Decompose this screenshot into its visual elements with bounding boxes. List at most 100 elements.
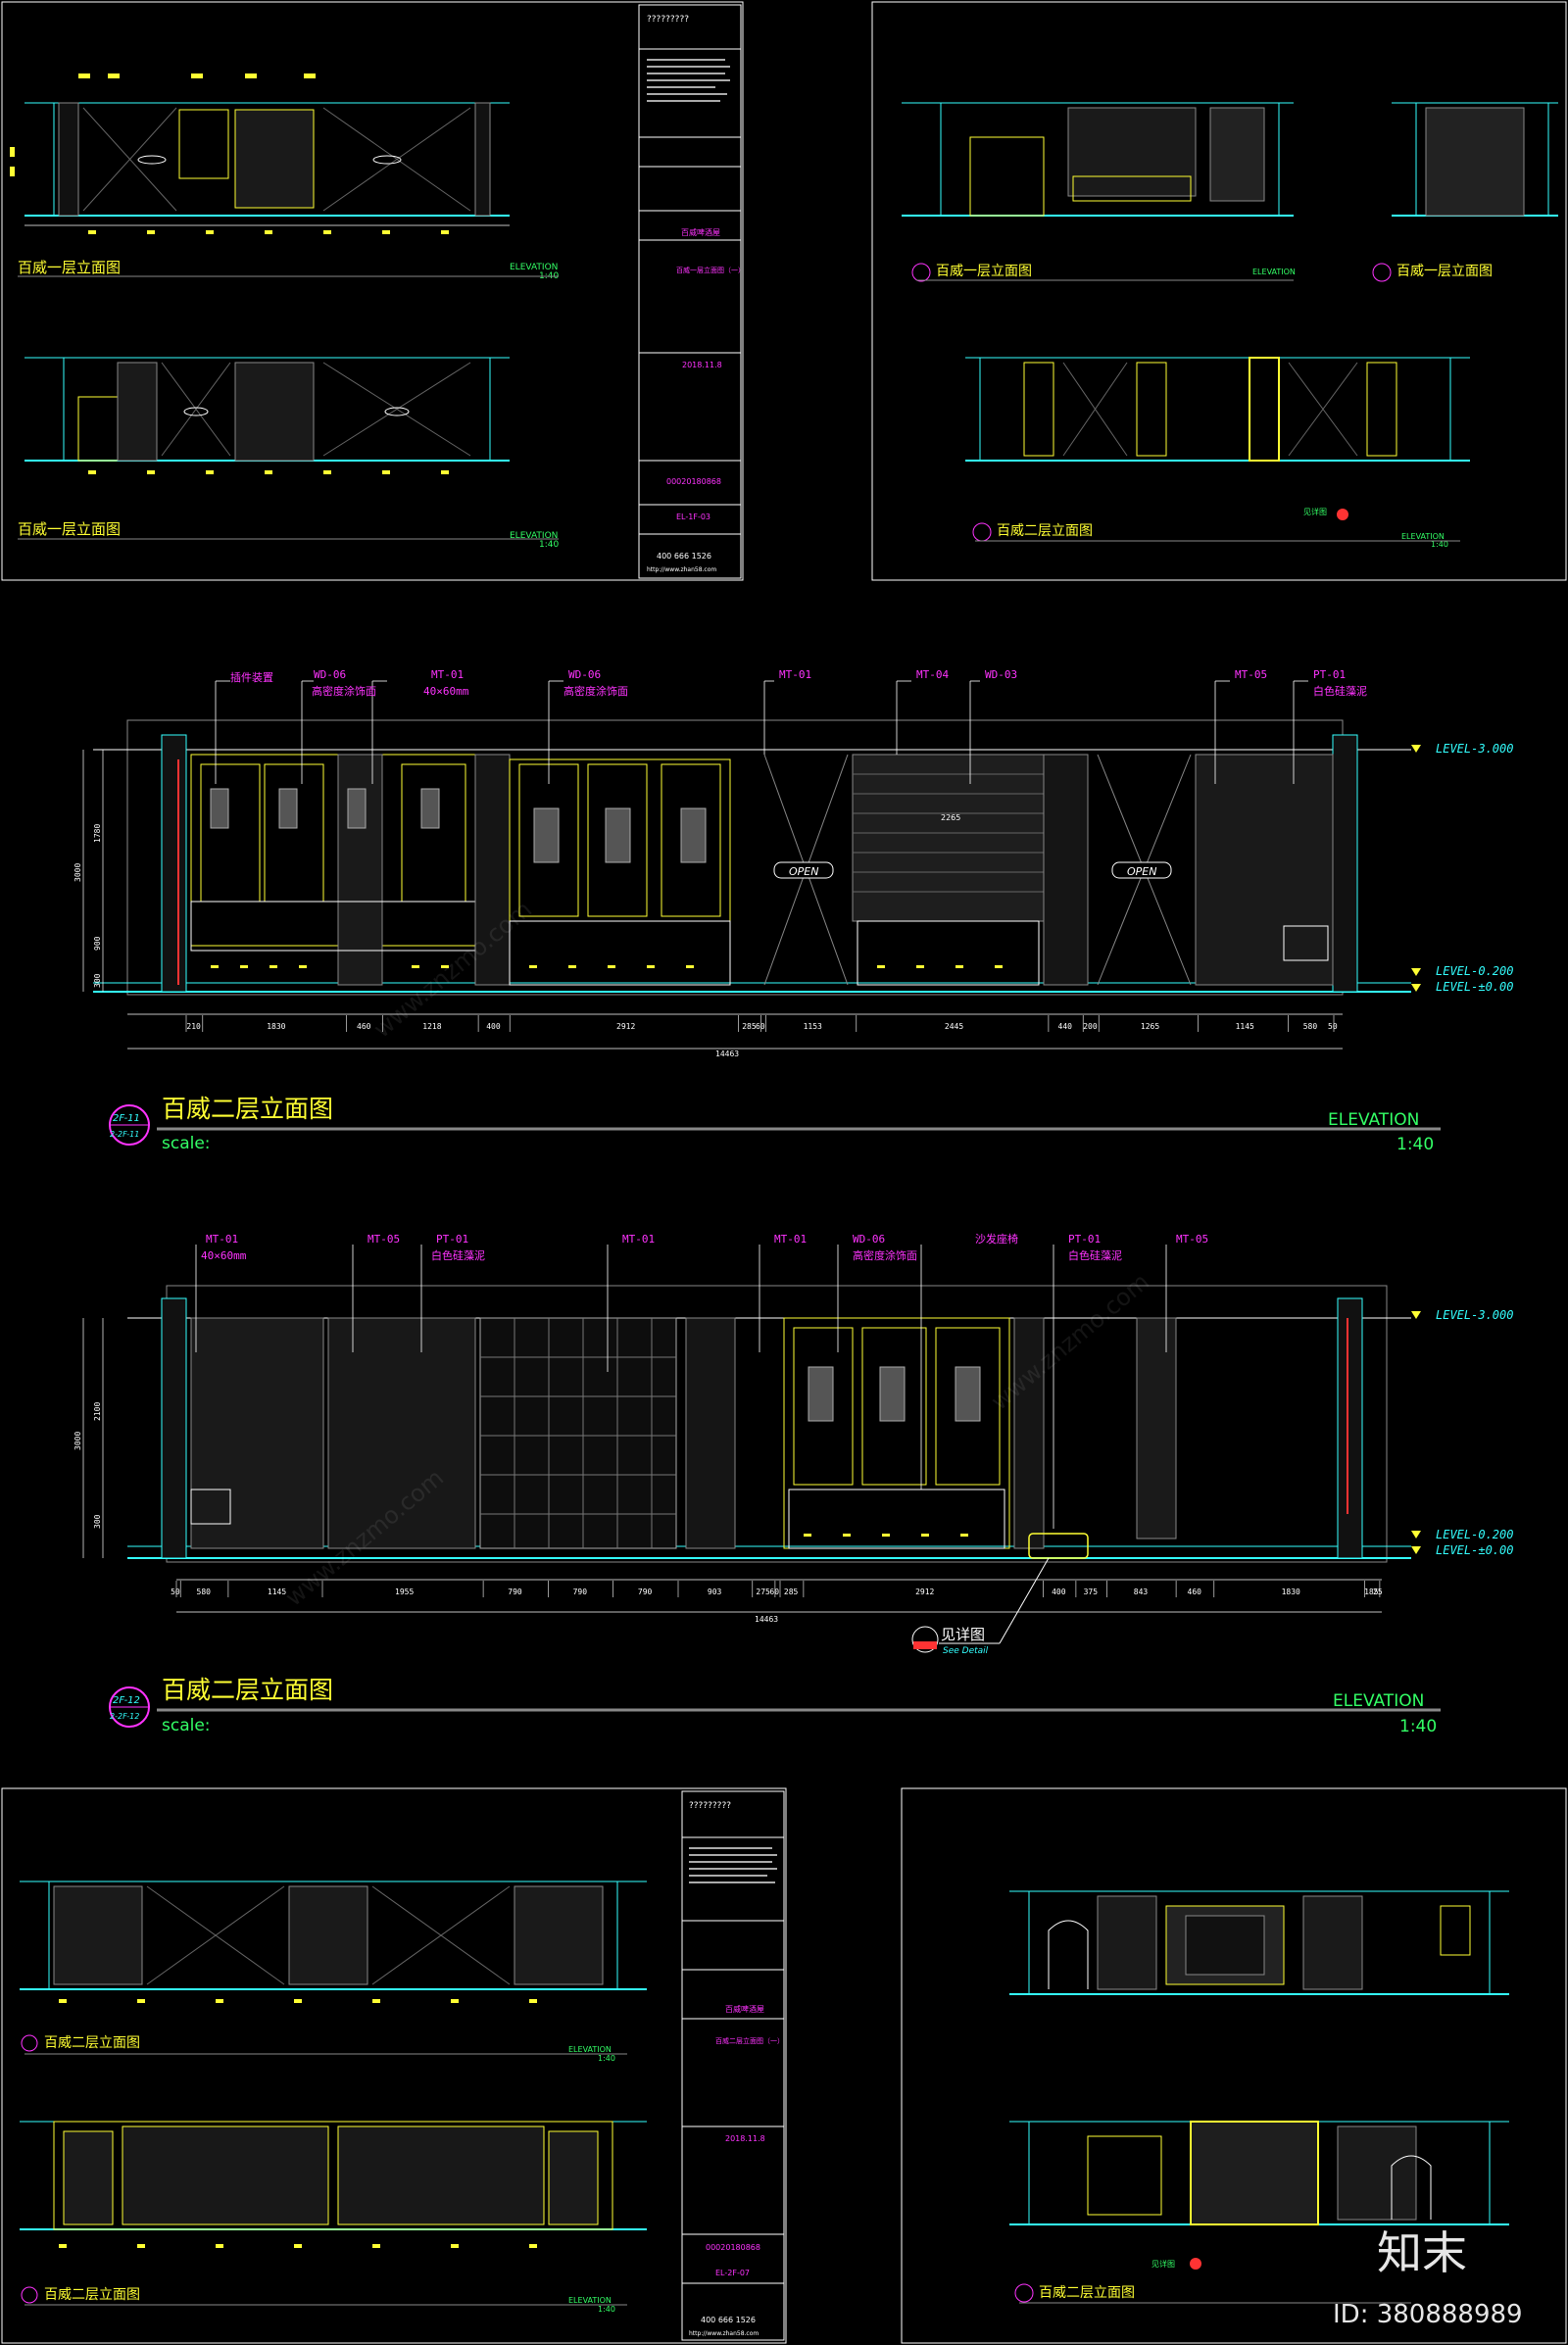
level-label: LEVEL-±0.00 [1436,1543,1513,1557]
sheet-top-left: 百威一层立面图 ELEVATION 1:40 百威一层立面图 ELEVATION… [1,1,745,581]
dim-value: 400 [486,1022,501,1031]
website: http://www.zhan58.com [689,2330,759,2337]
contract-no: 00020180868 [706,2243,760,2252]
title-block: ????????? 百威啤酒屋 百威二层立面图（一） 2018.11.8 000… [681,1790,785,2341]
dim-value: 285 [784,1588,799,1596]
elevation-drawing-e [965,357,1470,520]
drawing-no: EL-1F-03 [676,513,710,521]
dim-value: 1218 [422,1022,441,1031]
dim-value: 60 [756,1022,765,1031]
watermark-id: ID: 380888989 [1333,2300,1523,2329]
elevation-label: ELEVATION [510,263,558,272]
drawing-name: 百威一层立面图（一） [676,266,745,274]
drawing-no: EL-2F-07 [715,2269,750,2277]
date: 2018.11.8 [725,2134,765,2143]
open-label: OPEN [789,865,818,878]
dim-left: 1780 [93,824,102,843]
dim-value: 375 [1084,1588,1099,1596]
callout-text: 沙发座椅 [975,1232,1018,1246]
dim-value: 2445 [945,1022,963,1031]
sheet-title: 百威二层立面图 [1039,2285,1135,2301]
elevation-label: ELEVATION [568,2045,612,2054]
callout-text: 40×60mm [201,1249,247,1262]
callout-text: 插件装置 [230,670,273,684]
detail-label: 见详图 [1303,507,1327,516]
dim-left: 300 [93,973,102,988]
callout-code: MT-05 [1176,1233,1208,1246]
dim-value: 790 [638,1588,653,1596]
dim-left: 300 [93,1514,102,1529]
callout-code: MT-05 [1235,668,1267,681]
dim-left: 3000 [74,1432,82,1450]
elevation-drawing-i [1009,2121,1509,2270]
project-name: 百威啤酒屋 [681,227,720,237]
callout-code: WD-03 [985,668,1017,681]
sheet-title: 百威二层立面图 [44,2287,140,2303]
dim-value: 275 [756,1588,770,1596]
title-block-header: ????????? [647,15,689,24]
sheet-title: 百威一层立面图 [936,264,1032,279]
elevation-drawing-d [1392,102,1558,217]
title-block: ????????? 百威啤酒屋 百威一层立面图（一） 2018.11.8 000… [638,4,745,579]
dim-left: 900 [93,936,102,951]
drawing-title: 百威二层立面图 [162,1095,333,1123]
callout-code: WD-06 [314,668,346,681]
contract-no: 00020180868 [666,477,721,486]
dim-value: 1265 [1141,1022,1159,1031]
tag-bottom: 2-2F-11 [110,1130,139,1139]
callout-text: 高密度涂饰面 [853,1248,917,1262]
scale-value: 1:40 [1396,1135,1434,1154]
callout-code: MT-01 [622,1233,655,1246]
elevation-label: ELEVATION [1252,268,1296,276]
dim-value: 460 [357,1022,371,1031]
dim-value: 1830 [267,1022,285,1031]
elevation-label: ELEVATION [568,2296,612,2305]
callout-code: PT-01 [436,1233,468,1246]
sheet-top-right: 百威一层立面图 ELEVATION 百威一层立面图 见详图 百威二层立面图 EL… [871,1,1567,581]
elevation-drawing-g [20,2121,647,2248]
dim-value: 460 [1188,1588,1202,1596]
watermark-site: www.znzmo.com [368,896,537,1044]
detail-sub-label: See Detail [943,1646,989,1656]
level-label: LEVEL-3.000 [1436,742,1513,756]
scale-value: 1:40 [1399,1717,1437,1736]
dim-value: 580 [197,1588,212,1596]
sheet-title: 百威一层立面图 [18,259,121,276]
dim-left: 3000 [74,863,82,882]
drawing-tag [1014,2283,1034,2303]
level-label: LEVEL-3.000 [1436,1308,1513,1322]
scale-label: 1:40 [539,540,559,550]
callout-code: MT-01 [431,668,464,681]
callout-code: MT-05 [368,1233,400,1246]
callout-text: 白色硅藻泥 [431,1248,485,1262]
scale-label: 1:40 [598,2054,615,2063]
detail-label: 见详图 [1152,2259,1175,2269]
drawing-tag [972,522,992,542]
dim-value: 2912 [915,1588,934,1596]
tag-bottom: 2-2F-12 [110,1712,139,1721]
dim-value: 1830 [1282,1588,1300,1596]
dim-value: 185 [1364,1588,1379,1596]
callout-code: MT-01 [206,1233,238,1246]
watermark-site: www.znzmo.com [986,1268,1154,1416]
dim-value: 210 [186,1022,201,1031]
detail-tag [911,1626,939,1653]
callout-code: PT-01 [1313,668,1346,681]
sheet-title: 百威一层立面图 [18,520,121,538]
open-badge [1111,861,1172,879]
elevation-label: ELEVATION [1333,1691,1424,1711]
inner-dimension: 2265 [941,813,960,822]
sheet-title: 百威二层立面图 [997,523,1093,539]
date: 2018.11.8 [682,361,722,369]
dim-value: 790 [573,1588,588,1596]
elevation-drawing-f [20,1881,647,2003]
sheet-bottom-left: 百威二层立面图 ELEVATION 1:40 百威二层立面图 ELEVATION… [1,1787,787,2344]
dim-value: 790 [508,1588,522,1596]
elevation-label: ELEVATION [1401,532,1445,541]
open-label: OPEN [1127,865,1156,878]
scale-caption: scale: [162,1134,211,1153]
sheet-border [1,1,744,581]
dim-value: 1955 [395,1588,414,1596]
level-label: LEVEL-0.200 [1436,1528,1513,1541]
